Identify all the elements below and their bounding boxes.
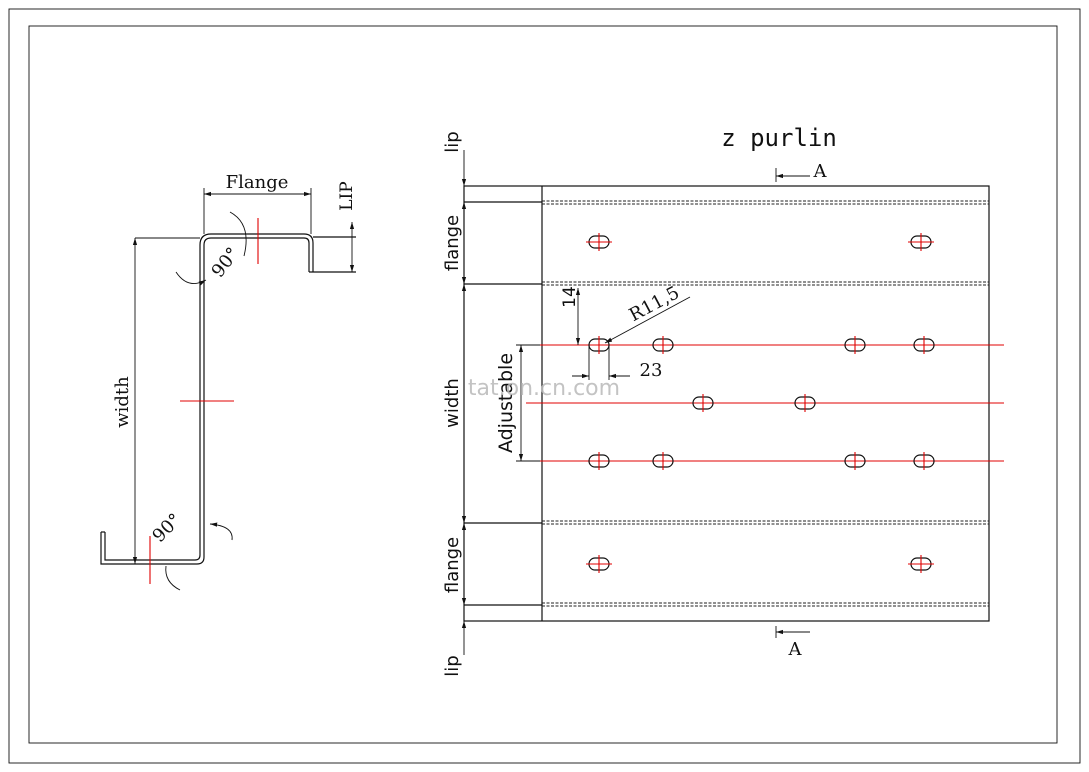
slot-hole bbox=[913, 336, 935, 354]
dim-lip-top: lip bbox=[442, 131, 463, 152]
adjustable-label: Adjustable bbox=[495, 353, 517, 453]
slot-hole bbox=[652, 452, 674, 470]
slot-hole bbox=[913, 452, 935, 470]
slot-hole bbox=[844, 336, 866, 354]
slot-hole bbox=[586, 233, 612, 251]
slot-hole bbox=[588, 452, 610, 470]
angle-top-label: 90° bbox=[208, 244, 244, 282]
dim-flange-top: flange bbox=[442, 215, 463, 271]
section-mark-bottom: A bbox=[788, 639, 803, 660]
width-label: width bbox=[112, 376, 133, 428]
dim-lip-bottom: lip bbox=[442, 655, 463, 676]
radius-label: R11,5 bbox=[626, 282, 683, 326]
slot-hole bbox=[586, 555, 612, 573]
dim-23-label: 23 bbox=[640, 360, 663, 381]
profile-inner-line bbox=[104, 233, 314, 561]
slot-hole bbox=[652, 336, 674, 354]
profile-outer-line bbox=[100, 237, 310, 565]
slot-holes bbox=[586, 233, 935, 573]
angle-bottom-label: 90° bbox=[148, 509, 185, 546]
slot-hole bbox=[692, 394, 714, 412]
slot-hole bbox=[908, 233, 934, 251]
dim-flange-bottom: flange bbox=[442, 537, 463, 593]
angle-arc-bottom bbox=[209, 522, 233, 541]
drawing-title: z purlin bbox=[721, 124, 837, 152]
watermark: tat.on.cn.com bbox=[468, 376, 620, 401]
dim-width: width bbox=[442, 378, 463, 428]
section-mark-top: A bbox=[813, 161, 828, 182]
flange-label: Flange bbox=[226, 172, 289, 193]
z-profile-section: Flange LIP width 90° 90° bbox=[100, 172, 357, 591]
slot-hole bbox=[844, 452, 866, 470]
outer-frame bbox=[8, 8, 1081, 764]
slot-hole bbox=[794, 394, 816, 412]
radius-leader bbox=[604, 296, 691, 344]
z-purlin-plan-view: z purlin A A bbox=[442, 124, 1004, 677]
slot-hole bbox=[908, 555, 934, 573]
dim-14-label: 14 bbox=[560, 286, 580, 308]
lip-label: LIP bbox=[337, 181, 357, 210]
inner-frame bbox=[28, 25, 1058, 744]
angle-arc-top bbox=[229, 211, 247, 257]
